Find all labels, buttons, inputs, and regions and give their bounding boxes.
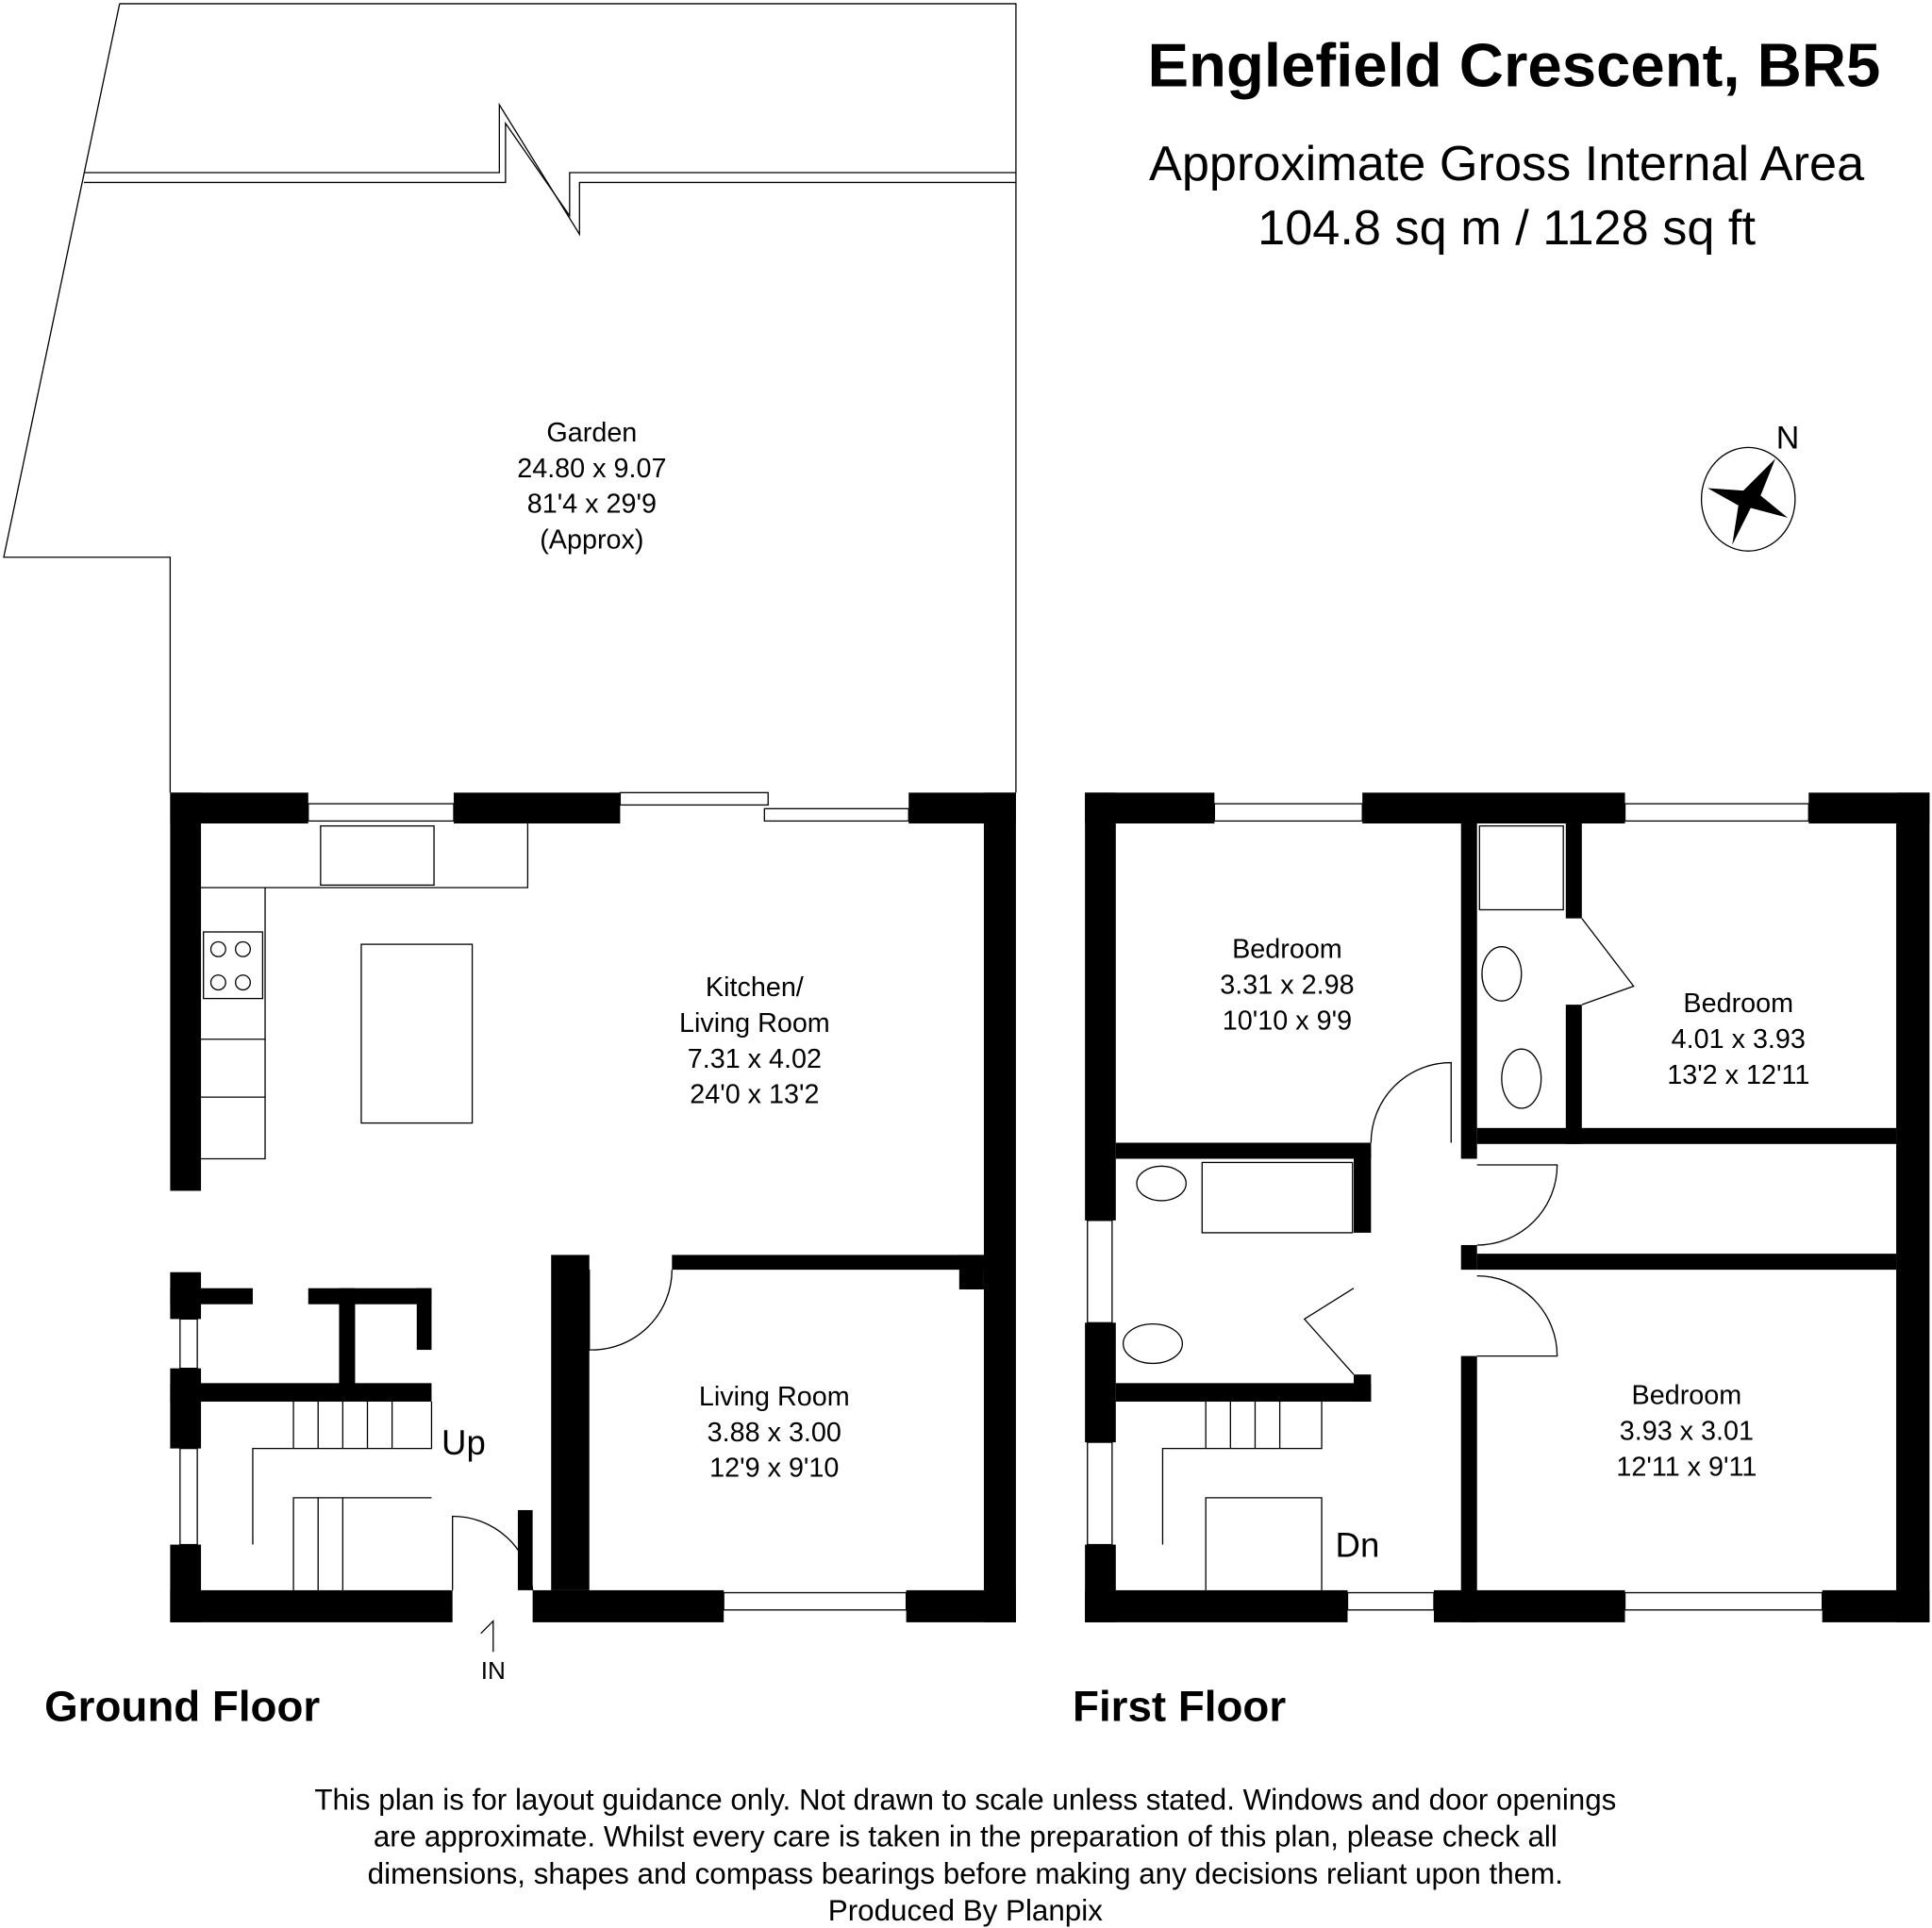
- property-title: Englefield Crescent, BR5: [1147, 30, 1880, 99]
- living-room-metric: 3.88 x 3.00: [708, 1418, 841, 1448]
- producer-credit: Produced By Planpix: [828, 1894, 1103, 1927]
- living-room-label: Living Room: [699, 1382, 850, 1412]
- bedroom-2-label: Bedroom: [1683, 989, 1793, 1019]
- living-room-door: [589, 1270, 673, 1351]
- garden-imperial: 81'4 x 29'9: [527, 490, 657, 520]
- garden-label: Garden: [546, 418, 637, 448]
- svg-text:N: N: [1776, 421, 1800, 457]
- ground-floor-walls: [170, 791, 1016, 1622]
- living-room-imperial: 12'9 x 9'10: [709, 1454, 839, 1484]
- stairs-ground: [252, 1401, 433, 1590]
- area-label: Approximate Gross Internal Area: [1149, 137, 1865, 191]
- stairs-down-label: Dn: [1336, 1526, 1380, 1565]
- bedroom-1-label: Bedroom: [1232, 934, 1342, 964]
- bedroom-2-imperial: 13'2 x 12'11: [1667, 1060, 1809, 1090]
- bedroom-1-metric: 3.31 x 2.98: [1220, 970, 1354, 1000]
- stairs-up-label: Up: [441, 1423, 486, 1462]
- bedroom-3-imperial: 12'11 x 9'11: [1616, 1452, 1757, 1482]
- bedroom-1-imperial: 10'10 x 9'9: [1223, 1006, 1352, 1036]
- kitchen-imperial: 24'0 x 13'2: [690, 1080, 819, 1110]
- ground-floor-label: Ground Floor: [44, 1682, 320, 1730]
- kitchen-label-1: Kitchen/: [706, 972, 804, 1003]
- disclaimer-line: This plan is for layout guidance only. N…: [314, 1784, 1616, 1817]
- kitchen-metric: 7.31 x 4.02: [688, 1044, 822, 1074]
- bedroom-3-metric: 3.93 x 3.01: [1620, 1416, 1754, 1446]
- kitchen-label-2: Living Room: [679, 1008, 830, 1039]
- area-value: 104.8 sq m / 1128 sq ft: [1257, 201, 1756, 256]
- first-floor-label: First Floor: [1073, 1682, 1286, 1730]
- disclaimer-line: dimensions, shapes and compass bearings …: [368, 1857, 1563, 1890]
- bedroom-3-label: Bedroom: [1632, 1381, 1742, 1411]
- disclaimer-line: are approximate. Whilst every care is ta…: [374, 1820, 1557, 1853]
- first-floor-fittings: [1122, 824, 1635, 1590]
- bedroom-2-metric: 4.01 x 3.93: [1672, 1024, 1806, 1055]
- garden-outline: [3, 3, 1017, 793]
- garden-note: (Approx): [540, 525, 643, 556]
- kitchen-fittings: [201, 823, 529, 1160]
- entrance-arrow-icon: [480, 1620, 494, 1653]
- entrance-label: IN: [481, 1656, 506, 1685]
- first-floor-walls: [1085, 792, 1930, 1622]
- front-door: [452, 1515, 534, 1590]
- compass-icon: N: [1700, 421, 1800, 552]
- garden-metric: 24.80 x 9.07: [517, 454, 666, 484]
